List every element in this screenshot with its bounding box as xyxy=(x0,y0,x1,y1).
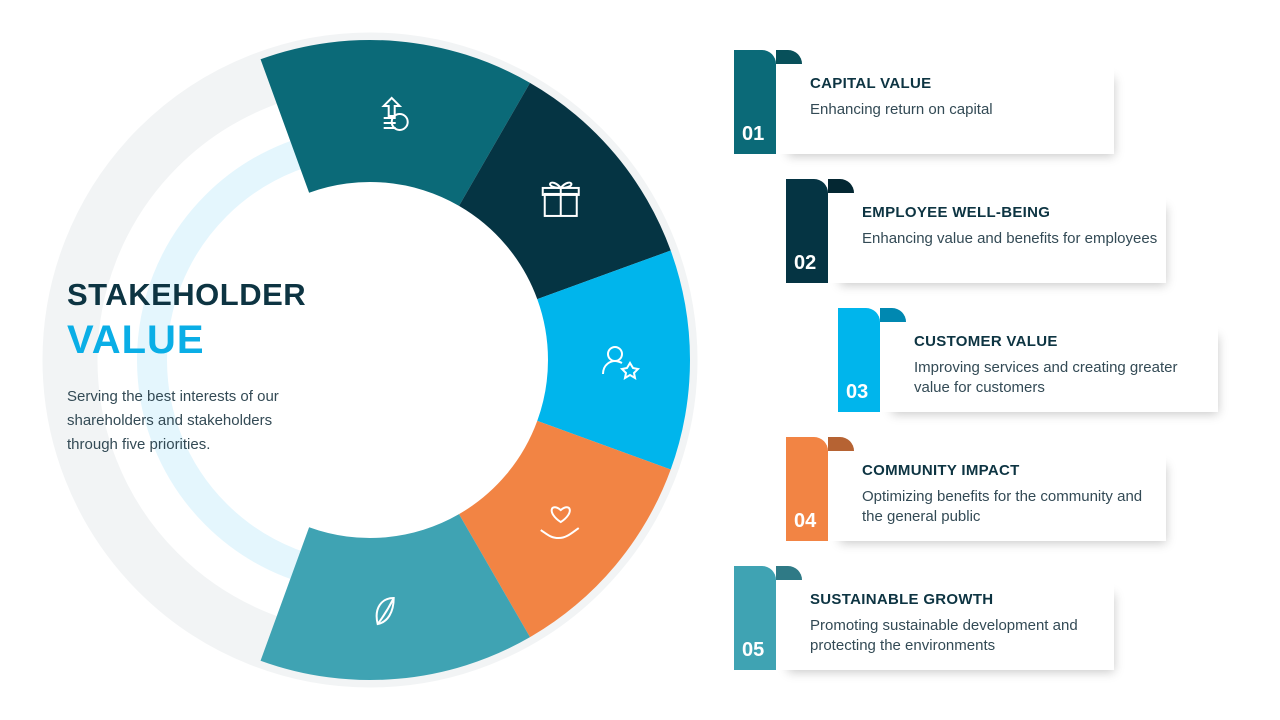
page-title-line-2: VALUE xyxy=(67,318,205,362)
priority-card xyxy=(776,580,1114,670)
priority-number: 04 xyxy=(794,510,817,532)
priority-heading: EMPLOYEE WELL-BEING xyxy=(862,204,1051,221)
tag-fold xyxy=(880,308,906,322)
priority-heading: CAPITAL VALUE xyxy=(810,75,932,92)
priority-number: 03 xyxy=(846,381,869,403)
priority-number-tag: 05 xyxy=(734,566,802,670)
tag-fold xyxy=(828,437,854,451)
wheel-segment-02 xyxy=(459,82,671,300)
customer-star-icon xyxy=(602,346,641,381)
priority-description: Optimizing benefits for the community an… xyxy=(862,488,1143,525)
priority-number: 02 xyxy=(794,252,817,274)
priority-item-capital-value: 01 CAPITAL VALUE Enhancing return on cap… xyxy=(734,50,1114,154)
priority-description: Enhancing value and benefits for employe… xyxy=(862,230,1158,247)
priority-item-customer-value: 03 CUSTOMER VALUE Improving services and… xyxy=(838,308,1218,412)
tag-fold xyxy=(828,179,854,193)
priority-heading: CUSTOMER VALUE xyxy=(914,333,1058,350)
priority-item-employee-well-being: 02 EMPLOYEE WELL-BEING Enhancing value a… xyxy=(786,179,1166,283)
tag-fold xyxy=(776,566,802,580)
priority-description: Improving services and creating greater … xyxy=(914,359,1178,396)
priority-description: Enhancing return on capital xyxy=(810,101,993,118)
title-block: STAKEHOLDER VALUE xyxy=(67,276,367,364)
priority-number-tag: 02 xyxy=(786,179,854,283)
page-subtitle: Serving the best interests of our shareh… xyxy=(67,388,279,453)
heart-hand-icon xyxy=(540,506,580,540)
priority-number-tag: 04 xyxy=(786,437,854,541)
wheel-segment-04 xyxy=(459,420,671,638)
page-title-line-1: STAKEHOLDER xyxy=(67,277,307,312)
priority-heading: COMMUNITY IMPACT xyxy=(862,462,1020,479)
gift-icon xyxy=(541,181,580,217)
priority-description: Promoting sustainable development and pr… xyxy=(810,617,1078,654)
priority-number-tag: 03 xyxy=(838,308,906,412)
money-growth-icon xyxy=(381,96,409,131)
priority-number: 05 xyxy=(742,639,765,661)
priority-number-tag: 01 xyxy=(734,50,802,154)
priority-item-community-impact: 04 COMMUNITY IMPACT Optimizing benefits … xyxy=(786,437,1166,541)
priority-number: 01 xyxy=(742,123,765,145)
priority-card xyxy=(776,64,1114,154)
priority-card xyxy=(828,451,1166,541)
tag-fold xyxy=(776,50,802,64)
priority-card xyxy=(880,322,1218,412)
leaf-icon xyxy=(375,597,395,626)
priority-item-sustainable-growth: 05 SUSTAINABLE GROWTH Promoting sustaina… xyxy=(734,566,1114,670)
priority-heading: SUSTAINABLE GROWTH xyxy=(810,591,994,608)
wheel-segment-05 xyxy=(260,514,530,681)
priority-card xyxy=(828,193,1166,283)
